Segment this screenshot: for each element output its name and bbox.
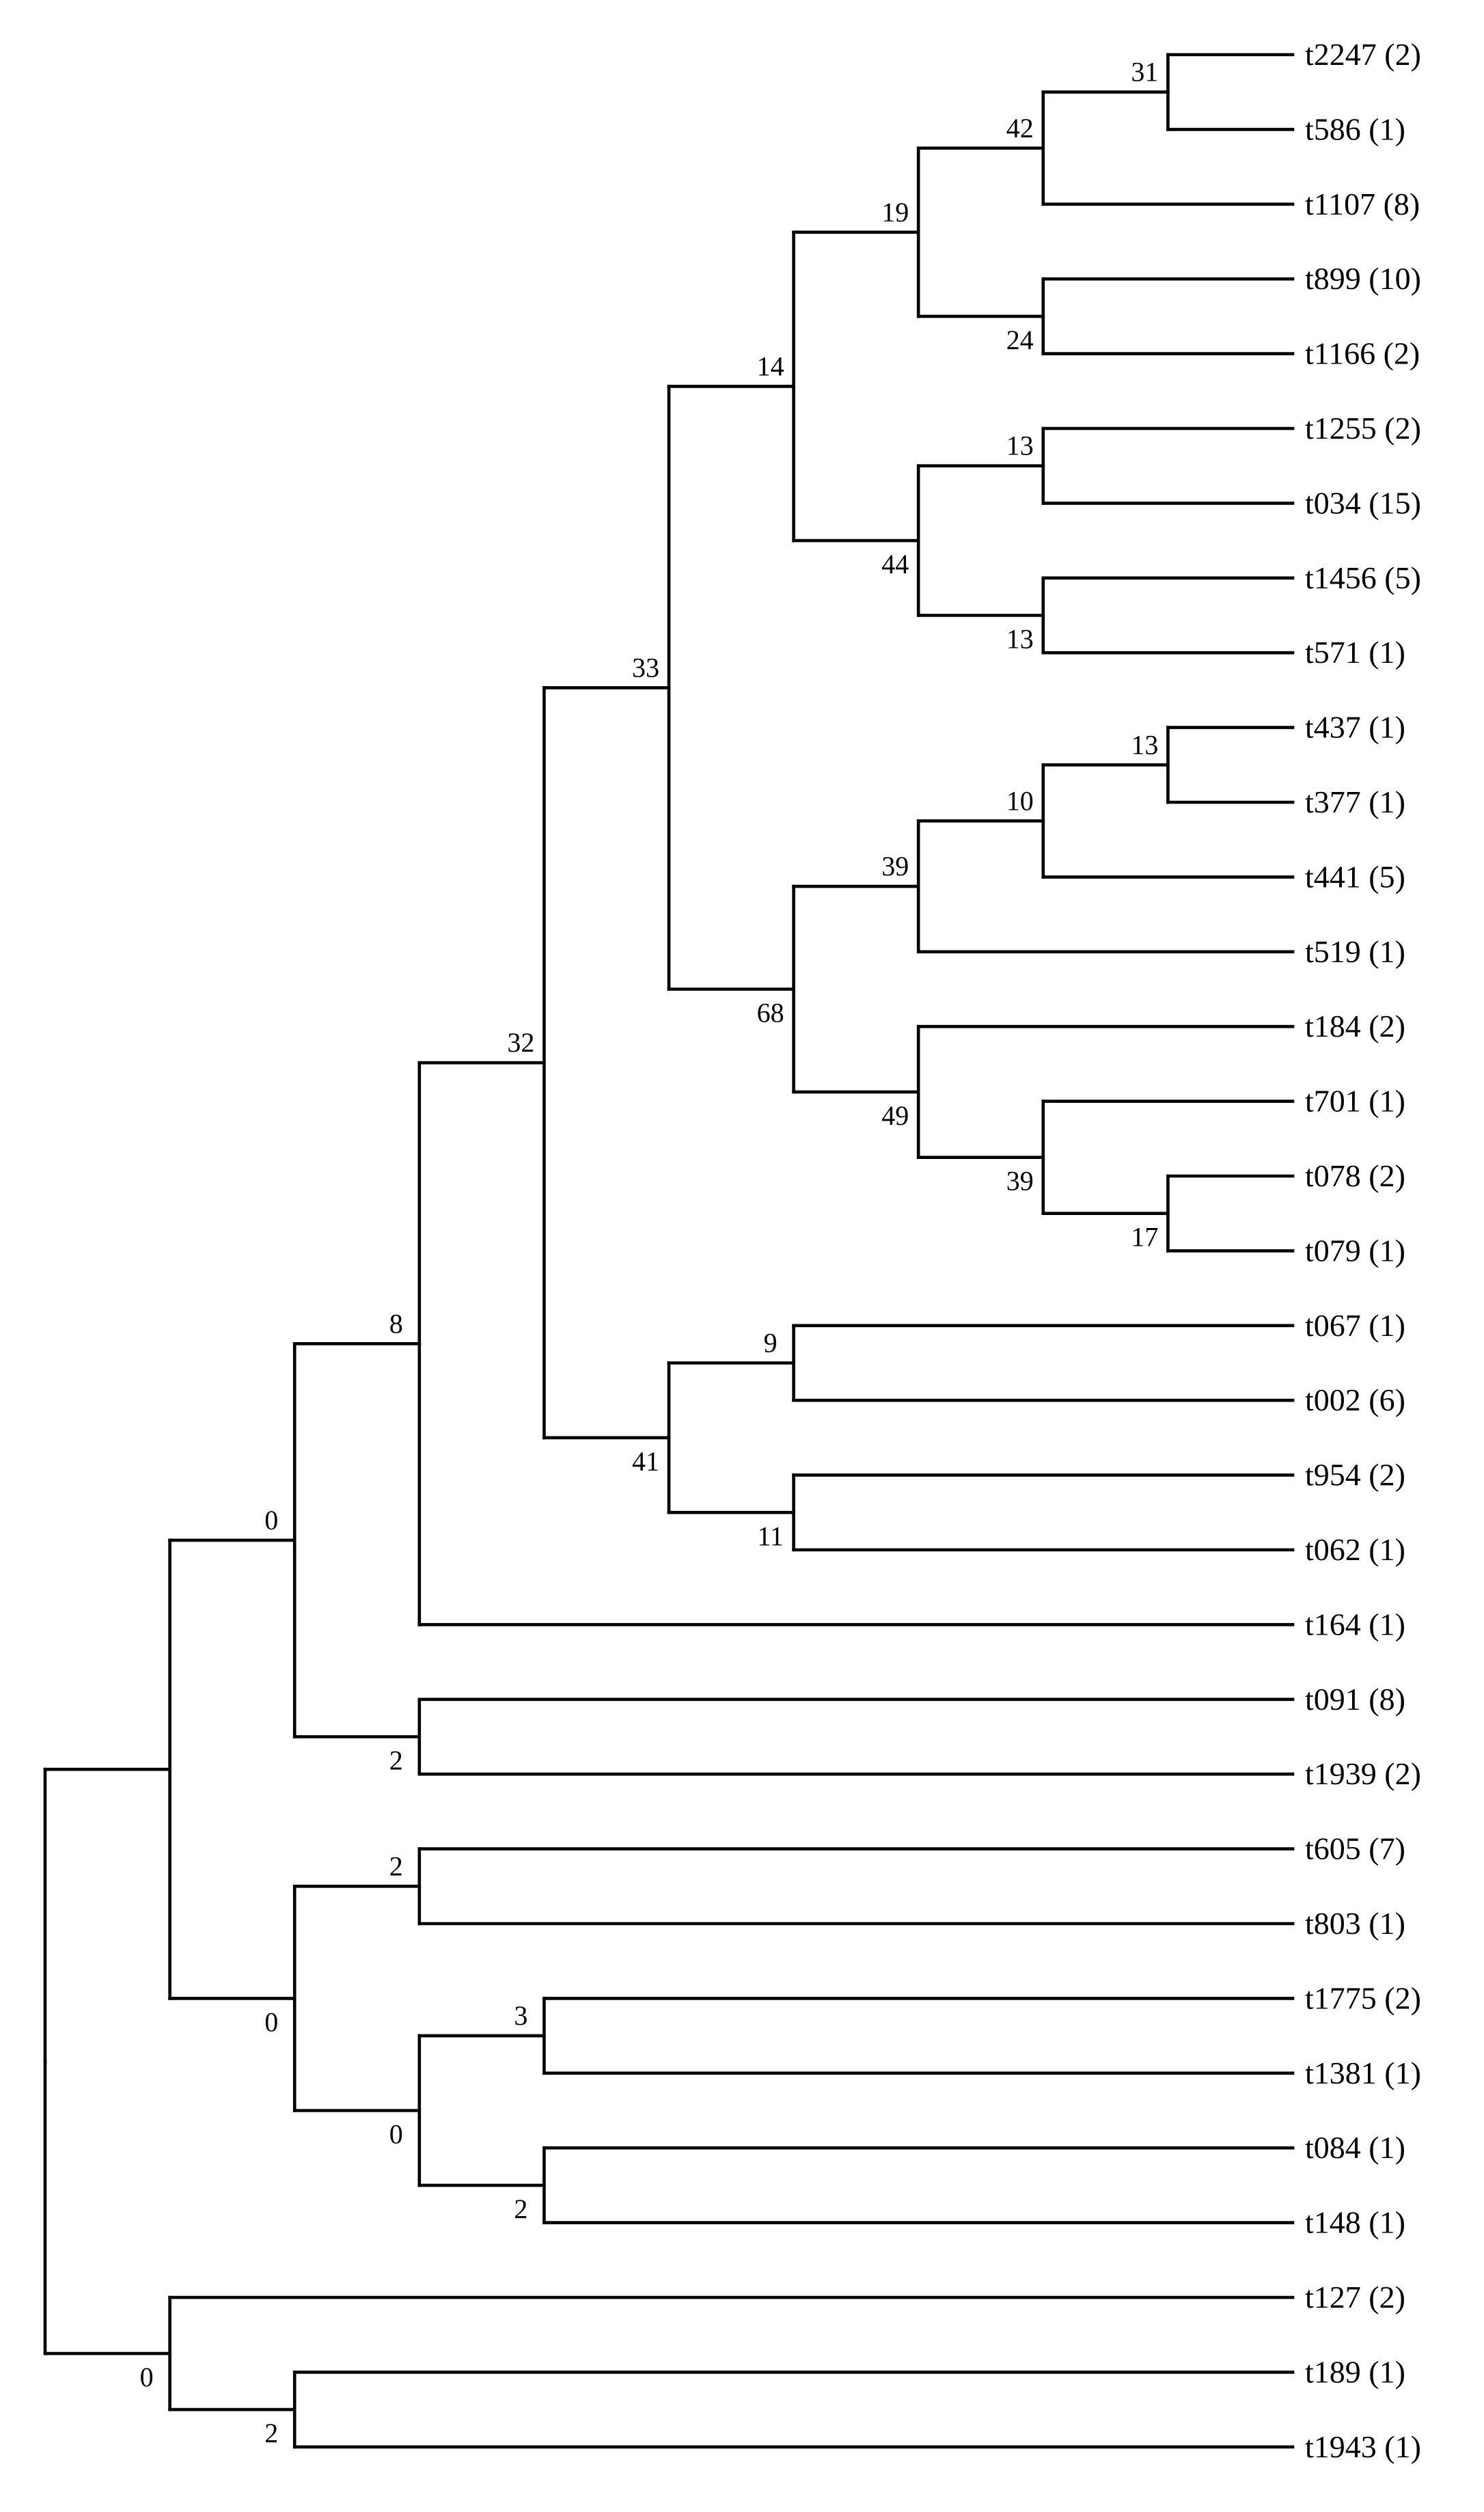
leaf-label: t437 (1) — [1305, 710, 1405, 745]
support-value: 3 — [514, 2000, 527, 2031]
support-value: 14 — [757, 351, 784, 381]
leaf-label: t067 (1) — [1305, 1308, 1405, 1343]
leaf-label: t1255 (2) — [1305, 411, 1421, 446]
leaf-label: t954 (2) — [1305, 1458, 1405, 1492]
leaf-label: t803 (1) — [1305, 1906, 1405, 1941]
support-value: 39 — [881, 851, 909, 882]
leaf-label: t127 (2) — [1305, 2280, 1405, 2315]
support-value: 2 — [514, 2194, 527, 2224]
support-value: 13 — [1131, 729, 1158, 760]
leaf-label: t002 (6) — [1305, 1382, 1405, 1417]
support-value: 10 — [1006, 785, 1034, 816]
leaf-label: t079 (1) — [1305, 1233, 1405, 1268]
leaf-label: t1381 (1) — [1305, 2056, 1421, 2090]
leaf-label: t1107 (8) — [1305, 187, 1420, 221]
support-value: 8 — [389, 1308, 403, 1339]
leaf-label: t184 (2) — [1305, 1009, 1405, 1043]
leaf-label: t586 (1) — [1305, 111, 1405, 146]
support-value: 42 — [1006, 113, 1034, 144]
support-value: 19 — [881, 197, 909, 228]
support-value: 11 — [757, 1520, 784, 1551]
leaf-label: t189 (1) — [1305, 2354, 1405, 2389]
support-value: 13 — [1006, 624, 1034, 655]
leaf-label: t605 (7) — [1305, 1831, 1405, 1866]
support-value: 49 — [881, 1100, 909, 1131]
support-value: 17 — [1131, 1222, 1158, 1253]
leaf-label: t2247 (2) — [1305, 37, 1421, 72]
leaf-label: t571 (1) — [1305, 635, 1405, 670]
leaf-label: t1939 (2) — [1305, 1756, 1421, 1791]
leaf-label: t377 (1) — [1305, 784, 1405, 819]
leaf-label: t899 (10) — [1305, 261, 1421, 296]
support-value: 24 — [1006, 325, 1034, 355]
leaf-label: t1166 (2) — [1305, 336, 1420, 371]
support-value: 0 — [140, 2362, 154, 2392]
leaf-label: t1456 (5) — [1305, 560, 1421, 595]
support-value: 2 — [264, 2418, 278, 2448]
support-value: 9 — [764, 1328, 778, 1359]
leaf-label: t701 (1) — [1305, 1084, 1405, 1119]
leaf-label: t519 (1) — [1305, 934, 1405, 969]
leaf-label: t084 (1) — [1305, 2130, 1405, 2165]
leaf-label: t1943 (1) — [1305, 2429, 1421, 2464]
support-value: 31 — [1131, 57, 1158, 87]
support-value: 2 — [389, 1745, 403, 1776]
support-value: 13 — [1006, 431, 1034, 461]
support-value: 0 — [264, 1505, 278, 1535]
support-value: 39 — [1006, 1166, 1034, 1197]
leaf-label: t164 (1) — [1305, 1607, 1405, 1641]
leaf-label: t062 (1) — [1305, 1532, 1405, 1567]
leaf-label: t034 (15) — [1305, 485, 1421, 520]
support-value: 68 — [757, 998, 784, 1028]
support-value: 0 — [389, 2119, 403, 2150]
leaf-label: t148 (1) — [1305, 2205, 1405, 2240]
leaf-label: t441 (5) — [1305, 859, 1405, 894]
leaf-label: t078 (2) — [1305, 1158, 1405, 1193]
support-value: 33 — [632, 652, 659, 683]
support-value: 44 — [881, 549, 909, 579]
leaf-label: t091 (8) — [1305, 1682, 1405, 1717]
support-value: 32 — [507, 1027, 534, 1058]
leaf-label: t1775 (2) — [1305, 1980, 1421, 2015]
support-value: 2 — [389, 1851, 403, 1881]
support-value: 41 — [632, 1446, 659, 1477]
support-value: 0 — [264, 2006, 278, 2037]
